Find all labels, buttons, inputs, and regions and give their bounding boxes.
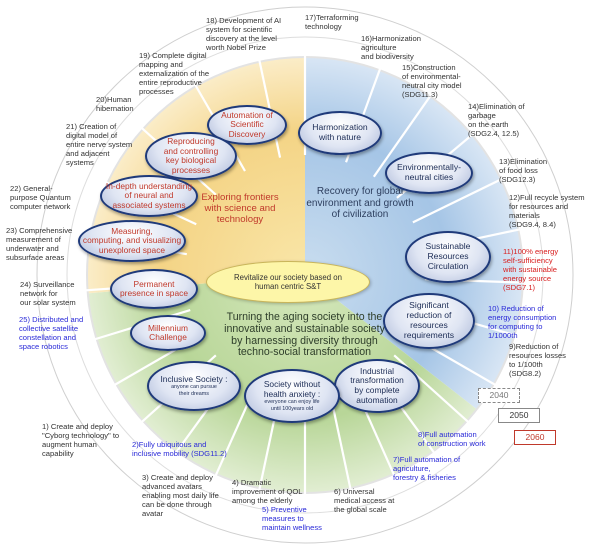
- node-permanent-presence-space: Permanent presence in space: [110, 269, 198, 309]
- node-inclusive-society: Inclusive Society : anyone can pursue th…: [147, 361, 241, 411]
- node-millennium-challenge: Millennium Challenge: [130, 315, 206, 351]
- goal-15: 15)Construction of environmental- neutra…: [402, 63, 462, 99]
- goal-13: 13)Elimination of food loss (SDG12.3): [499, 157, 548, 184]
- goal-25: 25) Distributed and collective satellite…: [19, 315, 84, 351]
- goal-23: 23) Comprehensive measurement of underwa…: [6, 226, 73, 262]
- node-unexplored-space: Measuring, computing, and visualizing un…: [78, 220, 186, 262]
- center-goal-text: Revitalize our society based on human ce…: [234, 273, 342, 291]
- node-neutral-cities: Environmentally- neutral cities: [385, 152, 473, 194]
- node-neural-systems: In-depth understanding of neural and ass…: [100, 175, 198, 217]
- node-reproducing-biological-processes: Reproducing and controlling key biologic…: [145, 132, 237, 180]
- year-2050: 2050: [498, 408, 540, 423]
- node-industrial-transformation: Industrial transformation by complete au…: [334, 359, 420, 413]
- goal-22: 22) General- purpose Quantum computer ne…: [10, 184, 71, 211]
- node-harmonization-nature: Harmonization with nature: [298, 111, 382, 155]
- spoke-12: [328, 392, 356, 507]
- health-subtitle: everyone can enjoy life until 100years o…: [264, 399, 320, 412]
- center-goal: Revitalize our society based on human ce…: [206, 261, 370, 303]
- goal-21: 21) Creation of digital model of entire …: [66, 122, 133, 167]
- goal-11: 11)100% energy self-sufficiency with sus…: [503, 247, 559, 292]
- goal-3: 3) Create and deploy advanced avatars en…: [142, 473, 219, 518]
- theme-environment: Recovery for global environment and grow…: [306, 186, 414, 220]
- spoke-2: [372, 81, 442, 178]
- goal-10: 10) Reduction of energy consumption for …: [488, 304, 557, 340]
- goal-14: 14)Elimination of garbage on the earth (…: [468, 102, 525, 138]
- goal-1: 1) Create and deploy "Cyborg technology"…: [42, 422, 120, 458]
- spoke-4: [412, 170, 518, 224]
- goal-6: 6) Universal medical access at the globa…: [334, 487, 395, 514]
- year-2040: 2040: [478, 388, 520, 403]
- goal-9: 9)Reduction of resources losses to 1/100…: [509, 342, 566, 378]
- theme-society: Turning the aging society into the innov…: [224, 311, 385, 359]
- goal-7: 7)Full automation of agriculture, forest…: [393, 455, 461, 482]
- node-society-without-health-anxiety: Society without health anxiety : everyon…: [244, 369, 340, 423]
- health-title: Society without health anxiety :: [263, 378, 321, 399]
- goal-18: 18) Development of AI system for scienti…: [206, 16, 282, 52]
- inclusive-title: Inclusive Society :: [160, 373, 228, 384]
- node-reduction-resources: Significant reduction of resources requi…: [383, 293, 475, 349]
- goal-17: 17)Terraforming technology: [305, 13, 359, 31]
- goal-19: 19) Complete digital mapping and externa…: [139, 51, 210, 96]
- node-resources-circulation: Sustainable Resources Circulation: [405, 231, 491, 283]
- goal-4: 4) Dramatic improvement of QOL among the…: [232, 478, 303, 505]
- theme-science: Exploring frontiers with science and tec…: [201, 192, 279, 225]
- year-2060: 2060: [514, 430, 556, 445]
- goal-5: 5) Preventive measures to maintain welln…: [262, 505, 322, 532]
- goal-8: 8)Full automation of construction work: [418, 430, 486, 448]
- goal-12: 12)Full recycle system for resources and…: [509, 193, 585, 229]
- goal-20: 20)Human hibernation: [96, 95, 134, 113]
- goal-24: 24) Surveillance network for our solar s…: [20, 280, 76, 307]
- goal-2: 2)Fully ubiquitous and inclusive mobilit…: [132, 440, 227, 458]
- inclusive-subtitle: anyone can pursue their dreams: [171, 384, 217, 397]
- goal-16: 16)Harmonization agriculture and biodive…: [361, 34, 421, 61]
